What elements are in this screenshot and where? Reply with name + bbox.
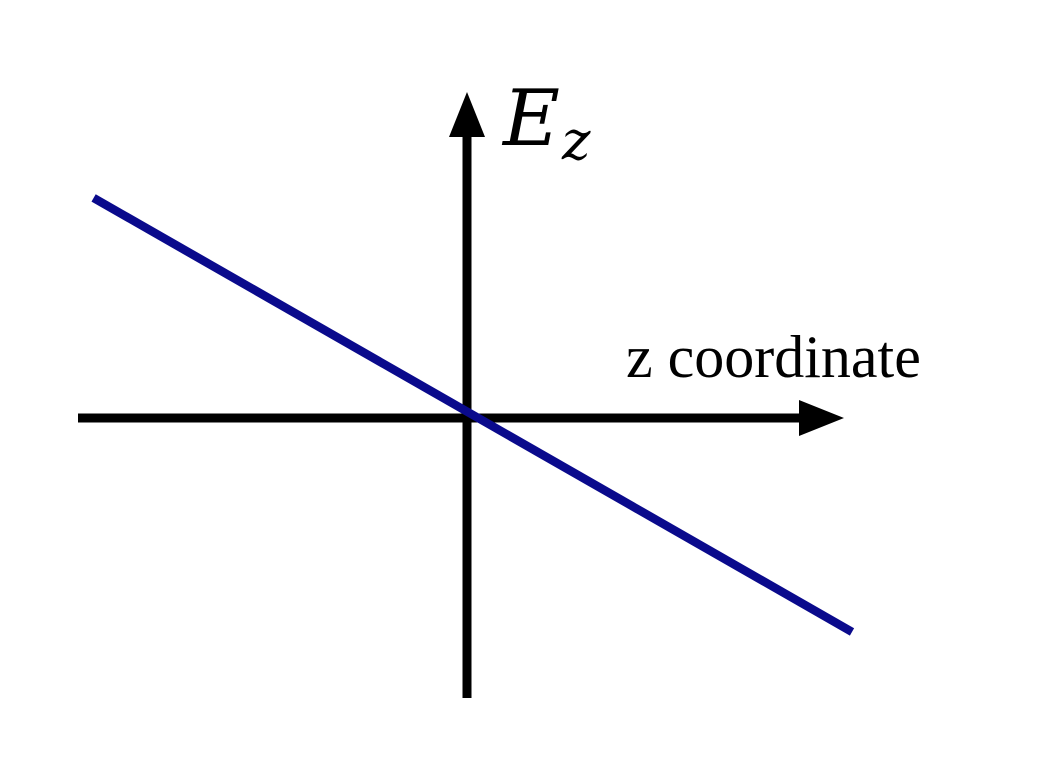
- x-axis-label: z coordinate: [626, 324, 921, 390]
- y-axis-label-subscript: z: [561, 109, 591, 172]
- y-axis-label-main: E: [501, 74, 560, 164]
- series-layer: [91, 194, 855, 636]
- series-line-1: [91, 194, 855, 636]
- y-axis-label: Ez: [501, 74, 591, 172]
